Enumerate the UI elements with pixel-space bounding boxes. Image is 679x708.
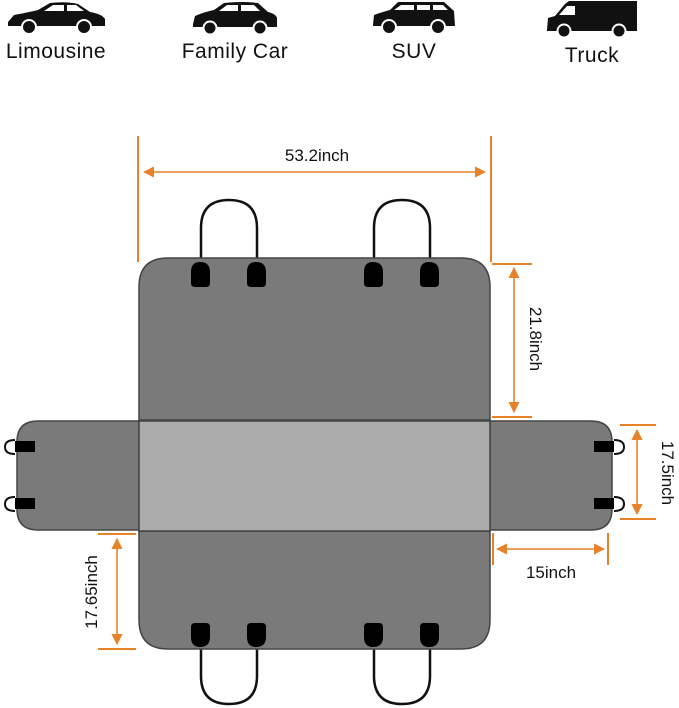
side-clip: [3, 439, 16, 455]
van-icon: [547, 1, 637, 39]
sedan-icon: [8, 2, 105, 35]
hatchback-icon: [193, 2, 277, 36]
vehicle-family-car: Family Car: [160, 0, 310, 64]
dimension-label-flap-width: 15inch: [526, 563, 576, 582]
headrest-strap-left: [199, 198, 259, 268]
side-clip: [613, 439, 626, 455]
dimension-label-front-height: 17.65inch: [82, 555, 101, 629]
anchor-tab: [364, 623, 383, 647]
bottom-strap-right: [372, 636, 432, 706]
dimension-label-top-width: 53.2inch: [285, 146, 349, 165]
anchor-tab: [191, 623, 210, 647]
vehicle-suv: SUV: [339, 0, 489, 64]
anchor-tab: [191, 262, 210, 287]
bottom-strap-left: [199, 636, 259, 706]
suv-icon: [373, 2, 455, 35]
anchor-tab: [247, 623, 266, 647]
front-panel: [138, 530, 491, 650]
headrest-strap-right: [372, 198, 432, 268]
side-clip: [15, 498, 35, 509]
left-side-flap: [16, 420, 140, 531]
anchor-tab: [247, 262, 266, 287]
seat-center-panel: [138, 420, 491, 532]
vehicle-limousine: Limousine: [0, 0, 131, 64]
vehicle-label: Truck: [564, 44, 620, 67]
vehicle-label: Family Car: [181, 40, 289, 63]
dimension-label-back-height: 21.8inch: [526, 307, 545, 371]
side-clip: [15, 441, 35, 452]
vehicle-label: SUV: [391, 40, 437, 63]
back-panel: [138, 257, 491, 421]
anchor-tab: [364, 262, 383, 287]
side-clip: [594, 441, 614, 452]
side-clip: [3, 496, 16, 512]
anchor-tab: [420, 262, 439, 287]
anchor-tab: [420, 623, 439, 647]
side-clip: [594, 498, 614, 509]
vehicle-truck: Truck: [517, 0, 667, 68]
side-clip: [613, 496, 626, 512]
right-side-flap: [489, 420, 613, 531]
dimension-label-flap-height: 17.5inch: [658, 441, 677, 505]
vehicle-label: Limousine: [5, 40, 107, 63]
